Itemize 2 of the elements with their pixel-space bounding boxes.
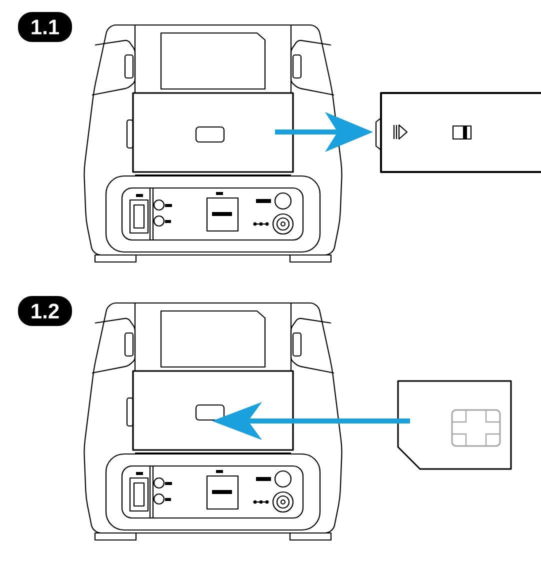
step-badge: 1.1 bbox=[18, 12, 72, 42]
step-badge: 1.2 bbox=[18, 296, 72, 326]
